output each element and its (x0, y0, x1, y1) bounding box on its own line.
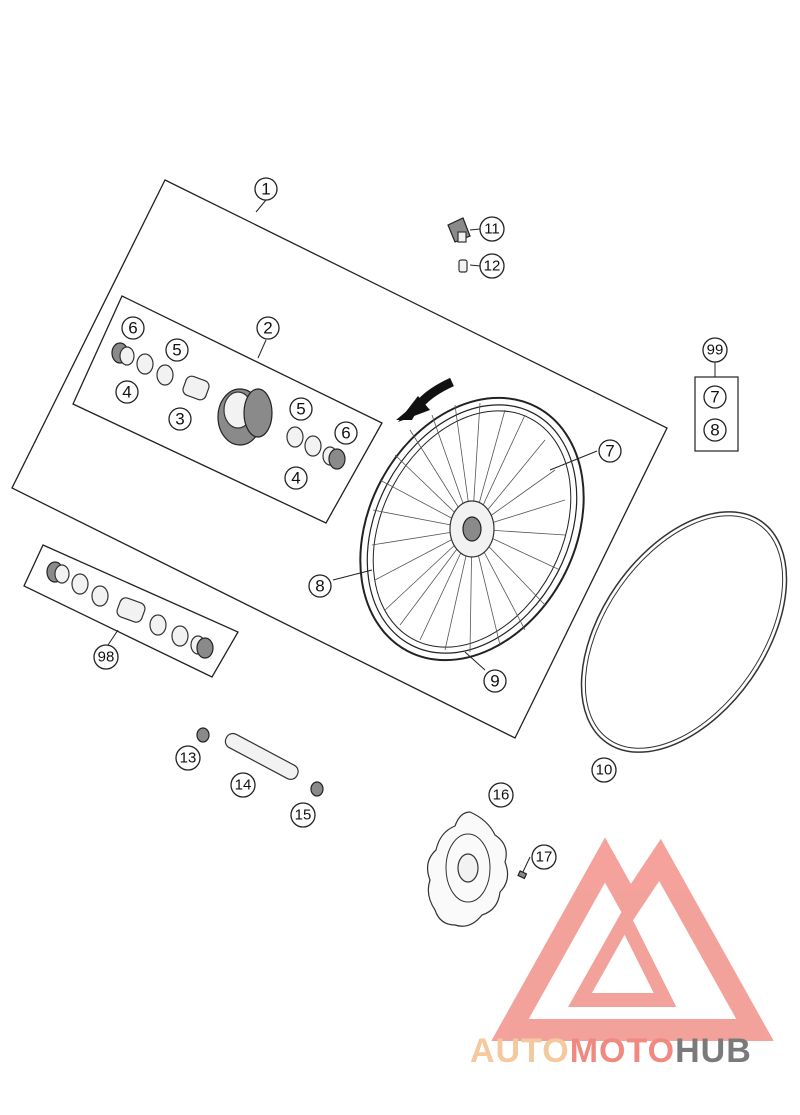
svg-text:5: 5 (172, 341, 181, 360)
svg-text:13: 13 (180, 750, 197, 767)
svg-text:4: 4 (291, 469, 300, 488)
callout-3: 3 (168, 407, 192, 431)
svg-text:7: 7 (605, 442, 614, 461)
callout-1: 1 (254, 177, 278, 201)
hub-parts (111, 342, 346, 470)
svg-text:17: 17 (536, 849, 553, 866)
watermark-text: AUTOMOTOHUB (470, 1032, 752, 1070)
svg-text:5: 5 (296, 400, 305, 419)
set-box-99 (694, 376, 739, 452)
axle-parts (196, 727, 324, 797)
callout-99: 99 (702, 337, 728, 363)
svg-text:8: 8 (710, 421, 719, 440)
callout-8: 8 (308, 574, 332, 598)
callout-10: 10 (591, 757, 617, 783)
callout-6b: 6 (334, 421, 358, 445)
svg-text:6: 6 (341, 424, 350, 443)
rim-band (580, 511, 788, 753)
svg-text:11: 11 (484, 221, 500, 238)
hub-frame-2 (72, 295, 383, 524)
brake-disc (426, 811, 528, 927)
svg-text:9: 9 (490, 672, 499, 691)
callout-98: 98 (93, 644, 119, 670)
bearing-kit-frame-98 (23, 544, 239, 678)
svg-text:16: 16 (493, 787, 510, 804)
callout-11: 11 (479, 216, 505, 242)
svg-text:1: 1 (261, 180, 270, 199)
callout-7: 7 (598, 439, 622, 463)
callout-17: 17 (531, 844, 557, 870)
callout-9: 9 (483, 669, 507, 693)
callout-14: 14 (230, 772, 256, 798)
callout-4b: 4 (284, 466, 308, 490)
svg-text:10: 10 (596, 762, 613, 779)
callout-16: 16 (488, 782, 514, 808)
callout-6a: 6 (121, 316, 145, 340)
callout-13: 13 (175, 745, 201, 771)
svg-text:4: 4 (122, 383, 131, 402)
svg-text:99: 99 (707, 342, 724, 359)
svg-text:6: 6 (128, 319, 137, 338)
svg-text:3: 3 (175, 410, 184, 429)
svg-text:8: 8 (315, 577, 324, 596)
callout-2: 2 (256, 316, 280, 340)
svg-text:98: 98 (98, 649, 115, 666)
wheel-rim (359, 396, 585, 662)
rotation-arrow (396, 377, 454, 422)
svg-text:2: 2 (263, 319, 272, 338)
bearing-kit-parts (46, 561, 214, 659)
svg-text:7: 7 (710, 388, 719, 407)
callout-99-8: 8 (703, 418, 727, 442)
svg-text:14: 14 (235, 777, 252, 794)
svg-text:15: 15 (295, 807, 312, 824)
svg-text:12: 12 (484, 258, 501, 275)
assembly-frame-1 (11, 179, 668, 739)
callout-5a: 5 (165, 338, 189, 362)
callout-12: 12 (479, 253, 505, 279)
callout-4a: 4 (115, 380, 139, 404)
watermark-logo (491, 837, 774, 1041)
callout-5b: 5 (289, 397, 313, 421)
valve-parts (447, 217, 471, 273)
callout-15: 15 (290, 802, 316, 828)
callout-99-7: 7 (703, 385, 727, 409)
